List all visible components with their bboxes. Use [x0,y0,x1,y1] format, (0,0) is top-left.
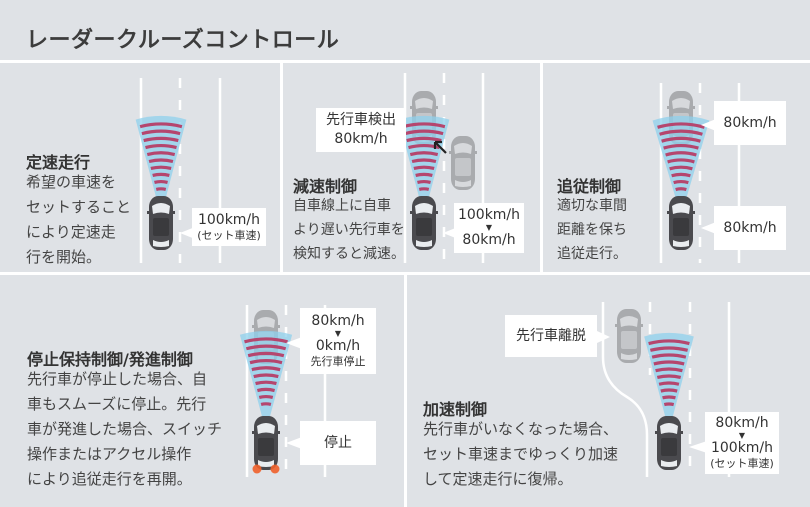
callout-pointer [689,441,707,453]
callout-to-speed: 80km/h [462,232,516,248]
scene-acceleration [597,302,731,477]
panel-description: 先行車が停止した場合、自 車もスムーズに停止。先行 車が発進した場合、スイッチ … [27,370,223,488]
panel-title: 停止保持制御/発進制御 [27,350,193,369]
own-car-icon [147,196,175,250]
speed-callout: 100km/h (セット車速) [192,208,266,246]
speed-change-callout: 80km/h ▼ 100km/h (セット車速) [705,412,779,474]
callout-speed: 80km/h [334,131,388,147]
detection-arrow-icon [433,140,447,154]
own-car-icon [667,196,695,250]
radar-beam [644,333,694,431]
down-arrow-icon: ▼ [738,431,746,440]
radar-beam [135,116,187,216]
callout-pointer [286,437,302,449]
panel-description: 先行車がいなくなった場合、 セット車速までゆっくり加速 して定速走行に復帰。 [423,420,619,488]
callout-label: 停止 [324,434,352,451]
callout-from-speed: 100km/h [457,207,521,223]
own-speed-callout: 80km/h [714,206,786,250]
down-arrow-icon: ▼ [334,329,342,338]
down-arrow-icon: ▼ [485,223,493,232]
callout-speed: 100km/h [197,211,261,228]
departing-car-icon [615,309,643,363]
speed-change-callout: 100km/h ▼ 80km/h [454,203,524,253]
callout-pointer [597,331,610,343]
callout-pointer [701,119,716,131]
callout-pointer [701,222,716,234]
callout-pointer [286,337,302,349]
panel-title: 定速走行 [26,153,91,172]
page-title: レーダークルーズコントロール [26,28,340,53]
callout-note: 先行車停止 [310,355,366,368]
panel-stop-and-go: 停止保持制御/発進制御 先行車が停止した場合、自 車もスムーズに停止。先行 車が… [0,275,404,507]
departure-callout: 先行車離脱 [505,315,597,357]
lead-speed-callout: 80km/h [714,101,786,145]
callout-from-speed: 80km/h [715,415,769,431]
callout-to-speed: 0km/h [315,338,361,354]
radar-beam [239,331,293,431]
callout-from-speed: 80km/h [311,313,365,329]
header: レーダークルーズコントロール [0,0,810,60]
panel-following: 80km/h 追従制御 適切な車間 距離を保ち 追従走行。 80km/h [543,63,810,272]
scene-deceleration [398,73,485,263]
speed-change-callout: 80km/h ▼ 0km/h 先行車停止 [300,308,376,374]
stop-callout: 停止 [300,421,376,465]
adjacent-car-icon [449,136,477,190]
panel-description: 希望の車速を セットすること により定速走 行を開始。 [26,173,132,266]
callout-note: (セット車速) [197,228,261,242]
callout-label: 先行車離脱 [516,327,586,344]
scene-constant-speed [135,78,222,263]
panel-deceleration: 先行車検出 80km/h 減速制御 自車線上に自車 より遅い先行車を 検知すると… [283,63,540,272]
panel-acceleration: 先行車離脱 加速制御 先行車がいなくなった場合、 セット車速までゆっくり加速 し… [407,275,810,507]
callout-speed: 80km/h [723,114,777,131]
panel-description: 適切な車間 距離を保ち 追従走行。 [557,198,627,262]
callout-label: 先行車検出 [326,112,396,128]
callout-to-speed: 100km/h [710,440,774,456]
callout-speed: 80km/h [723,219,777,236]
panel-title: 減速制御 [293,177,358,196]
panel-title: 追従制御 [557,177,622,196]
radar-beam [652,116,710,216]
scene-stop-and-go [239,305,327,477]
own-car-icon [252,416,280,474]
panel-constant-speed: 定速走行 希望の車速を セットすること により定速走 行を開始。 100km/h… [0,63,280,272]
own-car-icon [410,196,438,250]
panel-description: 自車線上に自車 より遅い先行車を 検知すると減速。 [293,198,405,262]
own-car-icon [655,416,683,470]
panel-title: 加速制御 [423,400,488,419]
callout-pointer [180,227,195,239]
callout-note: (セット車速) [710,457,774,470]
detection-callout: 先行車検出 80km/h [316,108,406,152]
